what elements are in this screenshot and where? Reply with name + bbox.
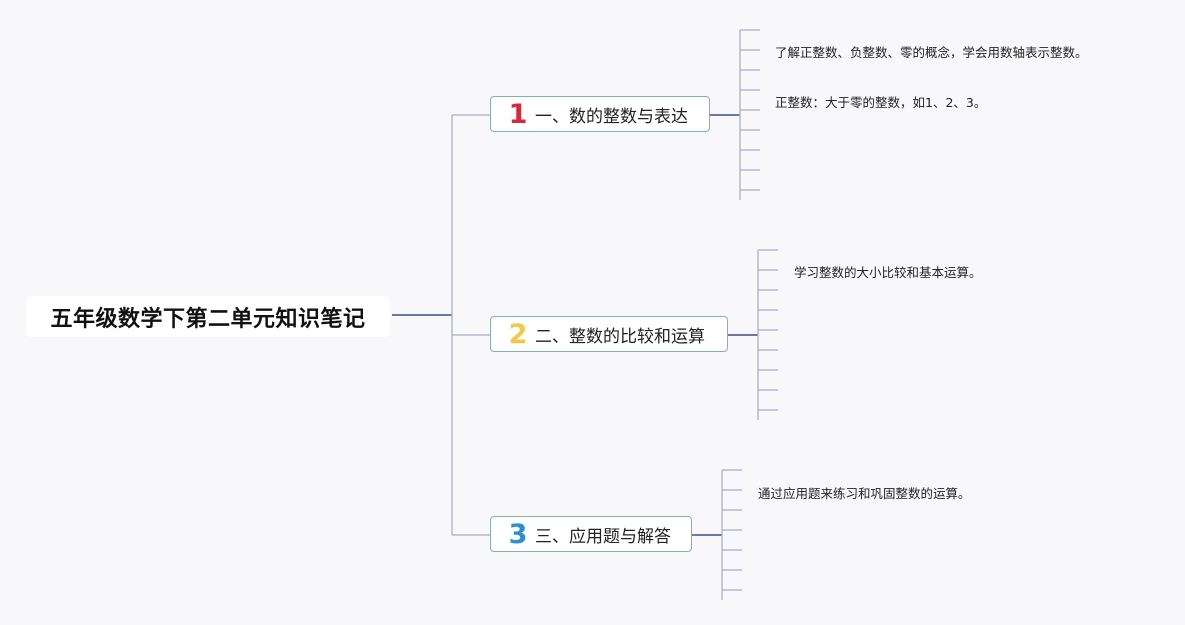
topic-node-3[interactable]: 3 三、应用题与解答 xyxy=(490,516,692,552)
topic-label-3: 三、应用题与解答 xyxy=(535,526,671,547)
topic-node-1[interactable]: 1 一、数的整数与表达 xyxy=(490,96,710,132)
leaf-note-3-1[interactable]: 通过应用题来练习和巩固整数的运算。 xyxy=(758,486,971,501)
number-badge-1: 1 xyxy=(508,98,528,130)
topic-label-2: 二、整数的比较和运算 xyxy=(535,326,705,347)
topic-node-2[interactable]: 2 二、整数的比较和运算 xyxy=(490,316,728,352)
leaf-note-2-1[interactable]: 学习整数的大小比较和基本运算。 xyxy=(794,265,982,280)
root-title: 五年级数学下第二单元知识笔记 xyxy=(50,306,366,332)
topic-label-1: 一、数的整数与表达 xyxy=(535,106,688,127)
root-node[interactable]: 五年级数学下第二单元知识笔记 xyxy=(26,296,390,337)
leaf-note-1-2[interactable]: 正整数：大于零的整数，如1、2、3。 xyxy=(775,95,987,110)
leaf-note-1-1[interactable]: 了解正整数、负整数、零的概念，学会用数轴表示整数。 xyxy=(775,45,1088,60)
number-badge-2: 2 xyxy=(508,318,528,350)
number-badge-3: 3 xyxy=(508,518,528,550)
